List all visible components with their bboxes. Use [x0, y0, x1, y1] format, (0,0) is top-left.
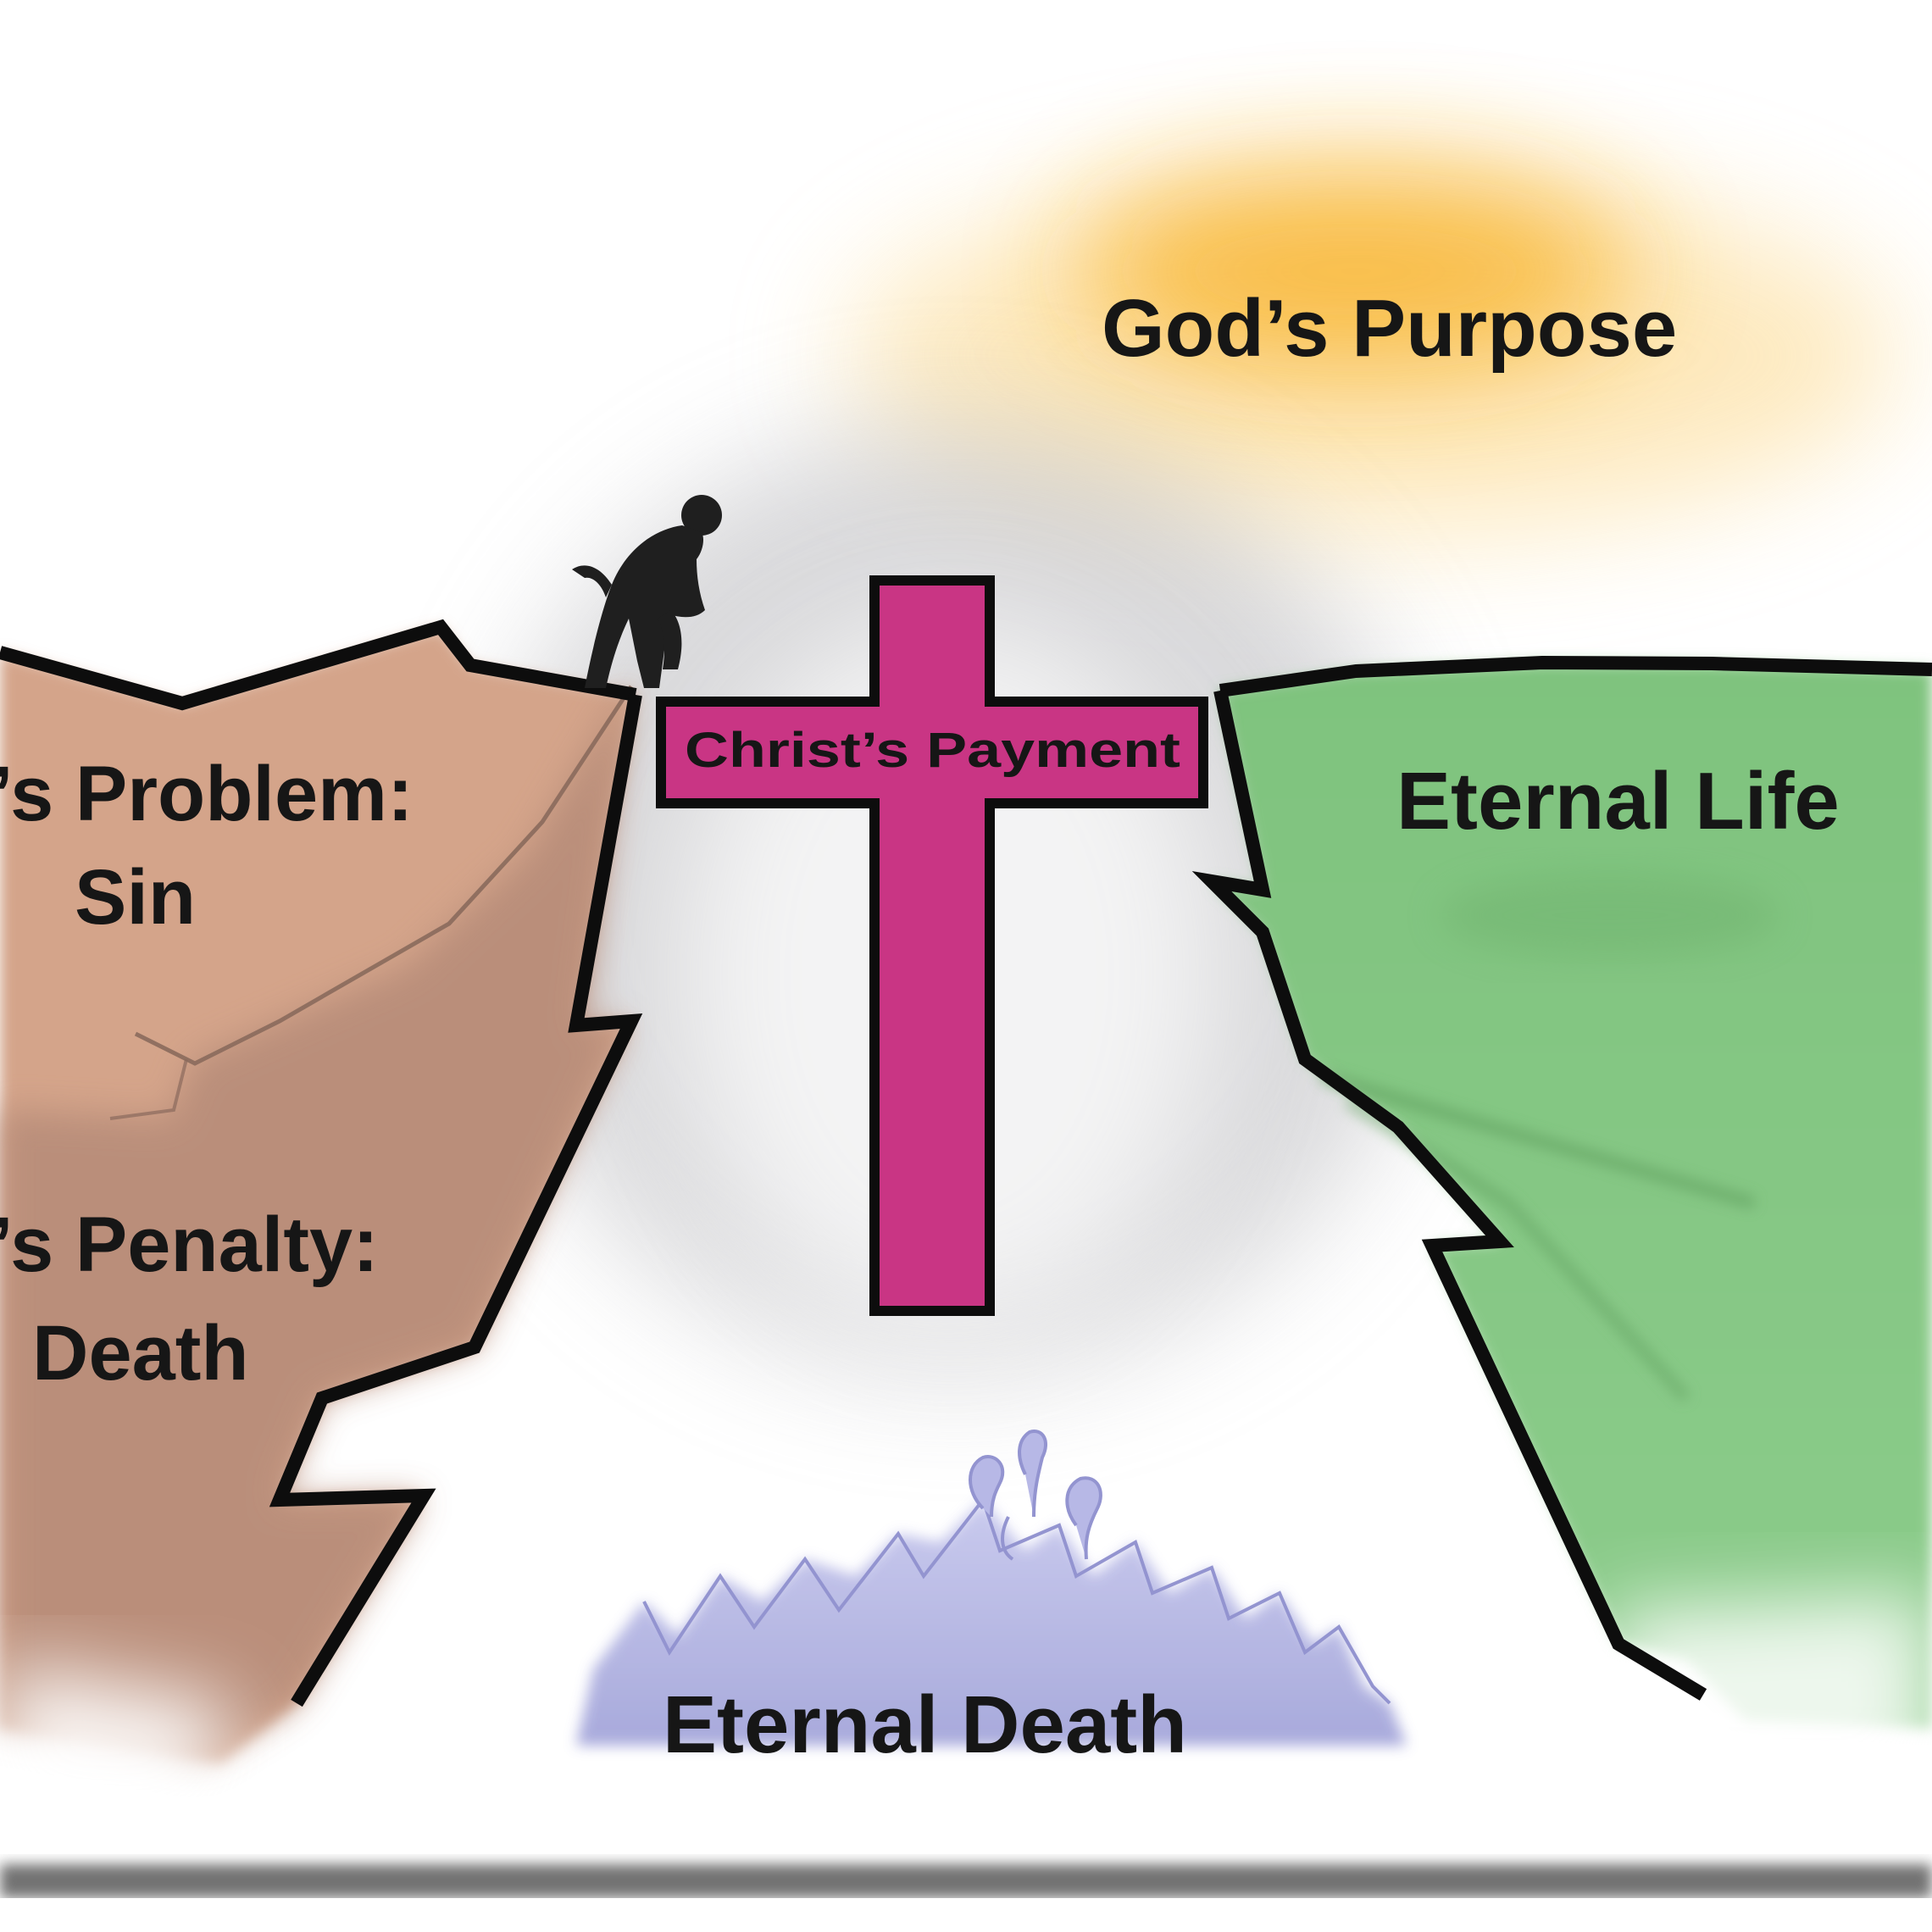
- problem-label-line1: ’s Problem:: [0, 751, 414, 837]
- bottom-shadow: [0, 1864, 1932, 1932]
- right-cliff: [1191, 656, 1932, 1796]
- left-cliff: [0, 619, 643, 1813]
- sun-glow: [847, 169, 1898, 534]
- penalty-label-line2: Death: [32, 1310, 249, 1396]
- problem-label-line2: Sin: [75, 854, 196, 941]
- person-looking-down-icon: [572, 495, 722, 688]
- eternal-death-label: Eternal Death: [663, 1679, 1187, 1770]
- cross-icon: [656, 575, 1208, 1316]
- gods-purpose-label: God’s Purpose: [1102, 283, 1677, 374]
- christs-payment-label: Christ’s Payment: [685, 723, 1180, 778]
- eternal-life-label: Eternal Life: [1396, 756, 1840, 847]
- flames-icon: [576, 1430, 1407, 1746]
- penalty-label-line1: ’s Penalty:: [0, 1202, 379, 1288]
